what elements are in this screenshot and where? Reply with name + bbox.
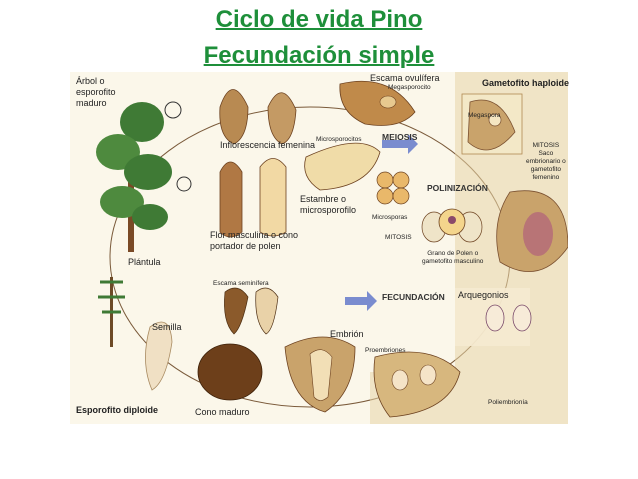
arquegonio-1 <box>485 304 505 332</box>
label-esporofito-diploide: Esporofito diploide <box>76 405 158 415</box>
label-gametofito-haploide: Gametofito haploide <box>482 78 570 88</box>
label-flor-masculina: Flor masculina o cono portador de polen <box>210 230 299 251</box>
label-arbol: Árbol o esporofito maduro <box>76 76 116 108</box>
label-fecundacion: FECUNDACIÓN <box>382 292 445 302</box>
semilla-shape <box>145 321 173 391</box>
label-inflorescencia: Inflorescencia femenina <box>220 140 316 150</box>
label-microsporas: Microsporas <box>372 214 408 221</box>
label-grano-polen: Grano de Polen o gametofito masculino <box>422 250 484 265</box>
tree-crown-4 <box>100 186 144 218</box>
label-estambre: Estambre o microsporofilo <box>300 194 357 215</box>
cono-maduro-shape <box>197 343 263 401</box>
female-cone-2 <box>267 92 297 145</box>
plantula-needles <box>98 280 125 314</box>
microsporofilo-shape <box>304 142 381 191</box>
proembriones-shape <box>373 351 461 418</box>
embrion-core <box>309 349 333 401</box>
tetrad-cell-3 <box>376 187 394 205</box>
escama-seminifera-2 <box>255 287 279 335</box>
label-mitosis-saco: MITOSIS Saco embrionario o gametofito fe… <box>526 142 566 181</box>
arquegonio-2 <box>512 304 532 332</box>
label-mitosis-micro: MITOSIS <box>385 234 412 241</box>
label-megaspora: Megaspora <box>468 112 501 119</box>
label-semilla: Semilla <box>152 322 182 332</box>
tree-zoom-circle-2 <box>176 176 192 192</box>
tetrad-cell-1 <box>376 171 394 189</box>
male-cone-shape <box>219 161 243 238</box>
label-escama-ovulifera: Escama ovulífera <box>370 73 440 83</box>
title-line-1: Ciclo de vida Pino <box>215 6 423 33</box>
tree-crown-1 <box>120 102 164 142</box>
megaspora-cell <box>488 113 502 127</box>
label-plantula: Plántula <box>128 257 161 267</box>
tetrad-cell-4 <box>392 187 410 205</box>
proembrion-1 <box>391 369 409 391</box>
saco-embrionario-core <box>523 212 553 256</box>
tree-crown-5 <box>132 204 168 230</box>
label-poliembrionia: Poliembrionía <box>488 399 528 406</box>
label-meiosis: MEIOSIS <box>382 132 418 142</box>
label-embrion: Embrión <box>330 329 364 339</box>
fecundacion-arrow <box>345 291 377 311</box>
meiosis-arrow <box>382 134 418 154</box>
label-polinizacion: POLINIZACIÓN <box>427 183 488 193</box>
label-microsporocitos: Microsporocitos <box>316 136 362 143</box>
label-proembriones: Proembriones <box>365 347 406 354</box>
tree-zoom-circle-1 <box>164 101 182 119</box>
male-cone-section <box>259 158 287 237</box>
label-cono-maduro: Cono maduro <box>195 407 250 417</box>
megasporocito-cell <box>379 95 397 109</box>
escama-ovulifera-shape <box>339 80 416 126</box>
diagram-artwork <box>96 72 568 424</box>
female-cone-1 <box>219 89 249 145</box>
pollen-nucleus <box>448 216 456 224</box>
proembrion-2 <box>419 364 437 386</box>
tetrad-cell-2 <box>392 171 410 189</box>
label-escama-seminifera: Escama seminífera <box>213 280 269 287</box>
tree-crown-2 <box>96 134 140 170</box>
escama-seminifera-1 <box>224 287 249 335</box>
tree-crown-3 <box>124 154 172 190</box>
label-megasporocito: Megasporocito <box>388 84 431 91</box>
title-line-2: Fecundación simple <box>203 42 435 69</box>
label-arquegonios: Arquegonios <box>458 290 509 300</box>
life-cycle-diagram: Árbol o esporofito maduro Inflorescencia… <box>70 72 570 424</box>
